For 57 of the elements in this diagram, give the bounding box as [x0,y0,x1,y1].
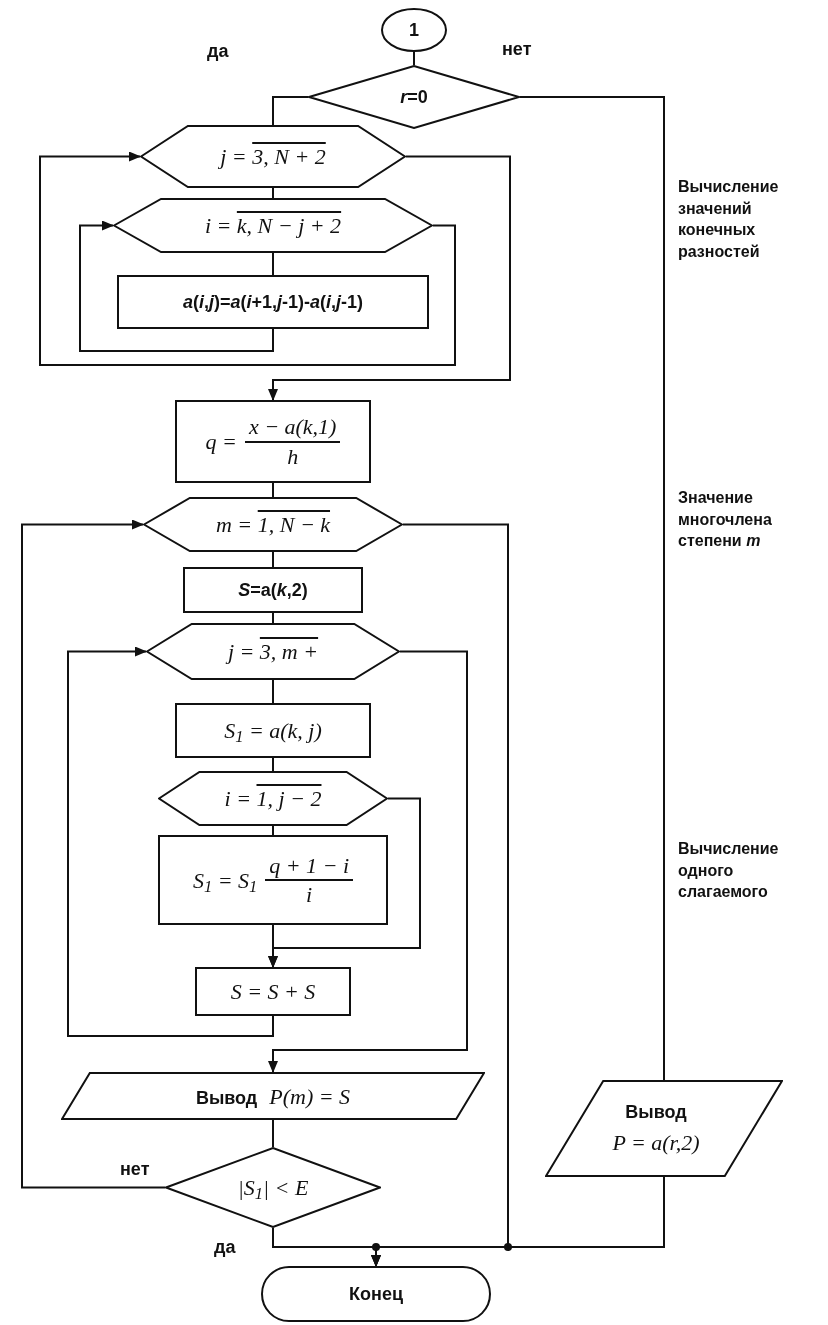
output-parallelogram [61,1072,485,1120]
node-text: S=a(k,2) [238,578,308,602]
annotation-text: Значение многочлена степени m [678,488,773,552]
connector-line [272,551,274,568]
arrow [67,646,274,1037]
process-box [183,567,363,613]
annotation-text: Вычисление значений конечных разностей [678,177,780,262]
loop-formula: i = 1, j − 2 [224,785,322,813]
loop-formula: m = 1, N − k [216,511,330,539]
connector-line [272,757,274,772]
connector-line [272,252,274,276]
terminator [261,1266,491,1322]
decision-diamond [308,65,520,129]
process-box [117,275,429,329]
node-text: 1 [409,18,419,42]
connector-line [272,187,274,199]
output-label: Вывод [625,1100,687,1124]
loop-hexagon [113,198,433,253]
node-text: a(i,j)=a(i+1,j-1)-a(i,j-1) [182,290,364,314]
connector-line [272,825,274,836]
arrow [39,151,456,366]
formula-text: |S$_{1}$| < E [237,1174,309,1204]
loop-formula: i = k, N − j + 2 [204,212,342,240]
formula-text: P = a(r,2) [612,1128,700,1157]
arrow [79,220,274,352]
output-parallelogram [545,1080,783,1177]
output-label: Вывод [195,1086,258,1110]
connector-line [272,482,274,498]
formula-text: S$_{1}$ = a(k, j) [224,717,322,747]
arrow [268,155,511,401]
arrow [268,650,468,1073]
arrow [21,519,166,1189]
connector-line [272,96,309,126]
process-box [175,703,371,758]
arrow [268,797,421,968]
connector-line [272,1119,274,1148]
formula-text: P(m) = S [269,1082,351,1111]
formula-text: S = S + S [230,978,316,1006]
process-box [195,967,351,1016]
loop-hexagon [146,623,400,680]
node-text: r=0 [400,85,428,109]
loop-hexagon [158,771,388,826]
connector-line [272,679,274,704]
process-box [175,400,371,483]
annotation-text: Вычисление одного слагаемого [678,839,780,903]
loop-hexagon [140,125,406,188]
connector-line [519,96,665,1081]
loop-hexagon [143,497,403,552]
loop-formula: j = 3, m + [227,638,319,666]
loop-formula: j = 3, N + 2 [220,143,326,171]
arrow [371,1176,665,1267]
connector-line [272,612,274,624]
connector-circle [381,8,447,52]
process-box [158,835,388,925]
connector-line [413,51,415,66]
node-text: Конец [349,1282,403,1306]
decision-diamond [165,1147,381,1228]
